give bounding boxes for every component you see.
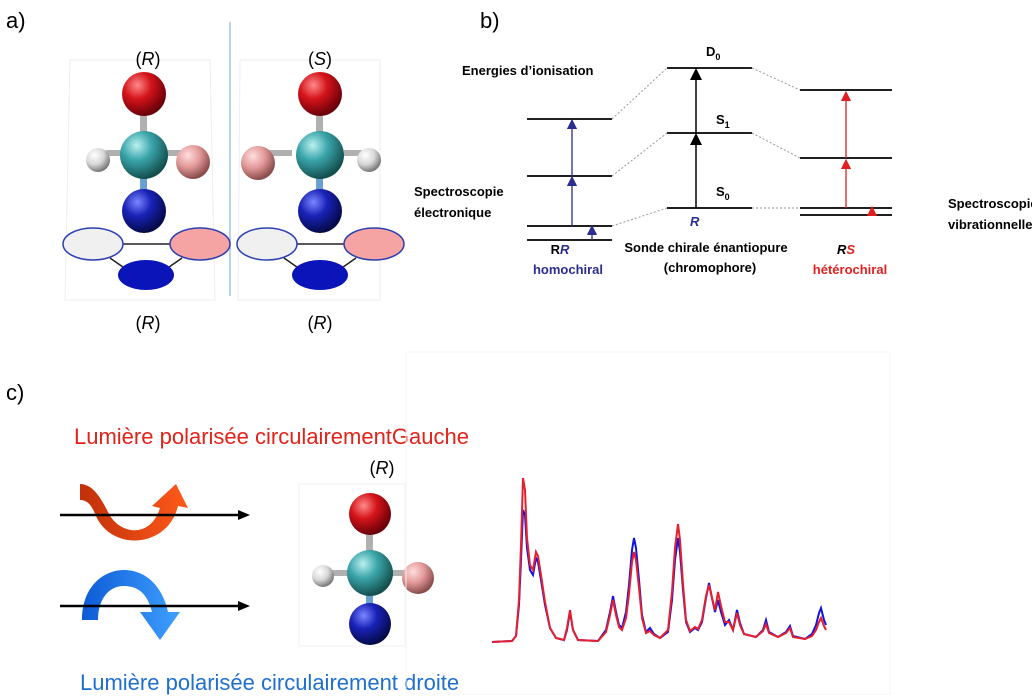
beam-arrowhead-lower [238,601,250,611]
spectro-vib-line2: vibrationnelle [948,217,1032,232]
panel-b-label: b) [480,8,500,33]
left-circular-light-label: Lumière polarisée circulairementGauche [74,424,469,449]
mol-label-c: (R) [370,458,395,478]
hydrogen-atom [312,565,334,587]
oxygen-atom [349,493,391,535]
label-rr: RR [551,242,570,257]
pink-atom [241,146,275,180]
ionisation-label: Energies d’ionisation [462,63,594,78]
label-bottom-left: (R) [136,313,161,333]
spectrum-plot [491,477,827,643]
levels-homochiral [527,118,612,241]
hydrogen-atom [86,148,110,172]
spectrum-frame [405,351,891,695]
carbon-atom [347,550,393,596]
carbon-atom [296,131,344,179]
oxygen-atom [122,72,166,116]
spectrum-red-trace [491,477,827,643]
hydrogen-atom [357,148,381,172]
panel-a-label: a) [6,8,26,33]
right-circular-light-label: Lumière polarisée circulairement droite [80,670,459,695]
blue-node [118,260,174,290]
left-molecule-frame [64,59,216,301]
spectro-elec-line1: Spectroscopie [414,184,504,199]
schematic-right [236,227,405,290]
label-homochiral: homochiral [533,262,603,277]
level-connectors [611,67,801,227]
molecule-s-right [241,72,381,233]
levels-chromophore [667,67,752,209]
pink-atom [402,562,434,594]
label-center-r: R [690,214,700,229]
blue-node [292,260,348,290]
molecule-r-left [86,72,210,233]
label-s0: S0 [716,184,730,202]
white-node [62,227,124,261]
spectro-vib-line1: Spectroscopie [948,196,1032,211]
pink-node [169,227,231,261]
molecule-r-panel-c [298,483,434,647]
spectro-elec-line2: électronique [414,205,491,220]
label-bottom-right: (R) [308,313,333,333]
beam-arrowhead-upper [238,510,250,520]
label-probe-line1: Sonde chirale énantiopure [624,240,787,255]
levels-heterochiral [800,89,892,217]
label-probe-line2: (chromophore) [664,260,756,275]
right-circular-arrow-icon [82,570,180,640]
label-rs: RS [837,242,855,257]
label-s1: S1 [716,112,730,130]
left-circular-arrow-icon [80,484,188,541]
panel-c-label: c) [6,380,24,405]
label-heterochiral: hétérochiral [813,262,887,277]
nitrogen-atom [122,189,166,233]
nitrogen-atom [349,603,391,645]
label-top-left: (R) [136,49,161,69]
right-molecule-frame [237,59,381,301]
schematic-left [62,227,231,290]
pink-node [343,227,405,261]
nitrogen-atom [298,189,342,233]
carbon-atom [120,131,168,179]
pink-atom [176,145,210,179]
oxygen-atom [298,72,342,116]
white-node [236,227,298,261]
label-top-right: (S) [308,49,332,69]
label-d0: D0 [706,44,720,62]
